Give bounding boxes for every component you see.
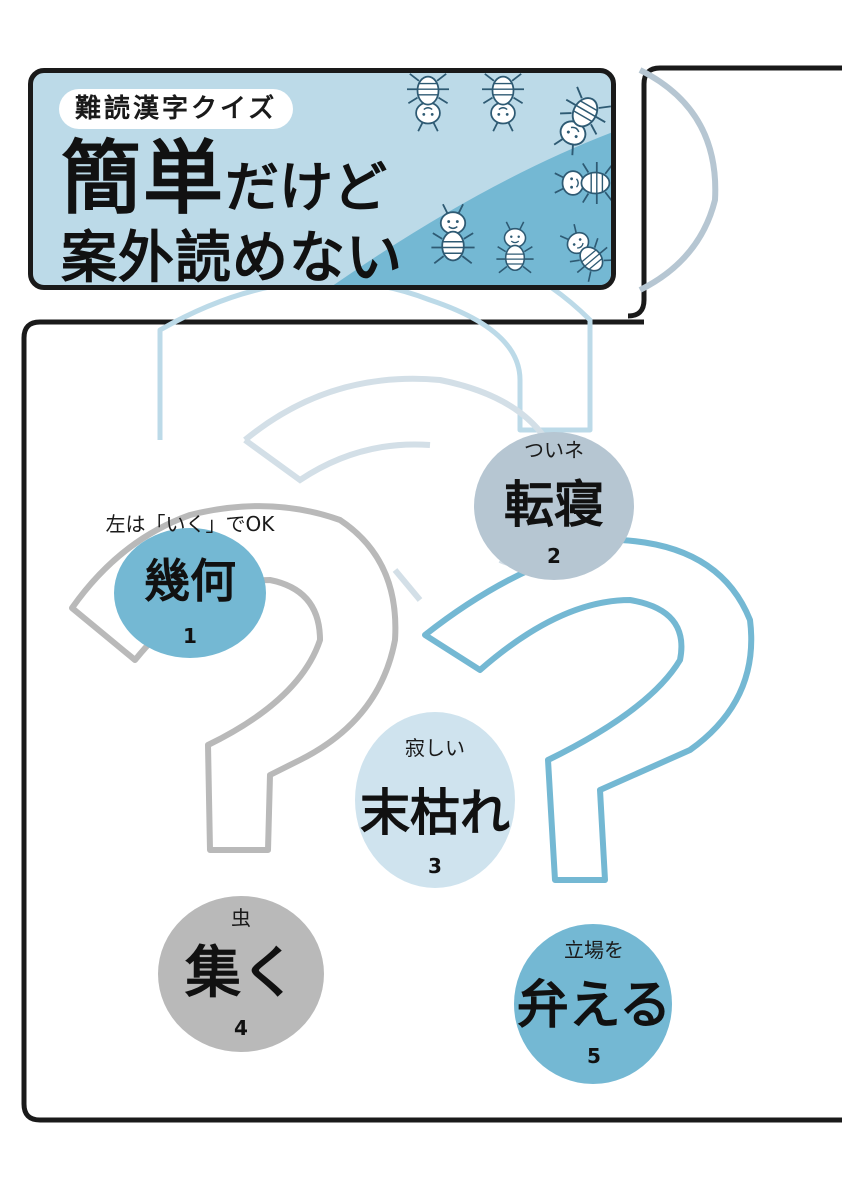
- question-mark-shape: [243, 437, 431, 484]
- title-emphasis: 簡単: [61, 132, 225, 225]
- quiz-number: 2: [547, 544, 561, 568]
- title-card-background: [333, 132, 611, 285]
- frame-top-right: [627, 65, 842, 319]
- quiz-word: 幾何: [144, 554, 236, 608]
- quiz-number: 4: [234, 1016, 248, 1040]
- quiz-item-5[interactable]: 立場を 弁える 5: [510, 924, 678, 1084]
- quiz-tag: 難読漢字クイズ: [59, 89, 294, 129]
- quiz-item-1[interactable]: 左は「いく」でOK 幾何 1: [90, 508, 290, 658]
- bug-icon: [551, 216, 611, 285]
- bug-icon: [542, 84, 611, 163]
- title-card: 難読漢字クイズ 簡単だけど 案外読めない: [28, 68, 616, 290]
- quiz-hint: 寂しい: [405, 736, 465, 760]
- title-suffix: だけど: [225, 156, 387, 219]
- question-mark-shape: [392, 568, 423, 602]
- page-title: 簡単だけど: [61, 139, 387, 219]
- quiz-circle: [114, 528, 266, 658]
- bug-icon: [406, 73, 450, 133]
- quiz-circle: [514, 924, 672, 1084]
- quiz-number: 1: [183, 624, 197, 648]
- quiz-item-4[interactable]: 虫 集く 4: [158, 896, 324, 1052]
- bug-icon: [553, 161, 611, 205]
- quiz-hint: ついネ: [524, 438, 584, 462]
- quiz-item-2[interactable]: ついネ 転寝 2: [470, 430, 638, 580]
- quiz-circle: [158, 896, 324, 1052]
- quiz-hint: 左は「いく」でOK: [105, 512, 275, 536]
- quiz-word: 弁える: [516, 976, 672, 1036]
- quiz-item-3[interactable]: 寂しい 末枯れ 3: [346, 712, 524, 888]
- question-mark-shape: [69, 503, 399, 853]
- question-mark-shape: [638, 67, 719, 293]
- quiz-hint: 虫: [231, 906, 251, 930]
- quiz-number: 3: [428, 854, 442, 878]
- bug-icon: [481, 73, 525, 133]
- bug-illustrations: [406, 73, 611, 285]
- quiz-word: 集く: [185, 941, 297, 1006]
- page-subtitle: 案外読めない: [61, 226, 403, 290]
- quiz-word: 末枯れ: [360, 784, 510, 842]
- quiz-hint: 立場を: [564, 938, 624, 962]
- bug-icon: [495, 221, 535, 274]
- frame-main: [21, 319, 842, 1123]
- quiz-circle: [474, 432, 634, 580]
- bug-icon: [430, 203, 476, 265]
- quiz-number: 5: [587, 1044, 601, 1068]
- quiz-word: 転寝: [504, 476, 604, 534]
- quiz-circle: [355, 712, 515, 888]
